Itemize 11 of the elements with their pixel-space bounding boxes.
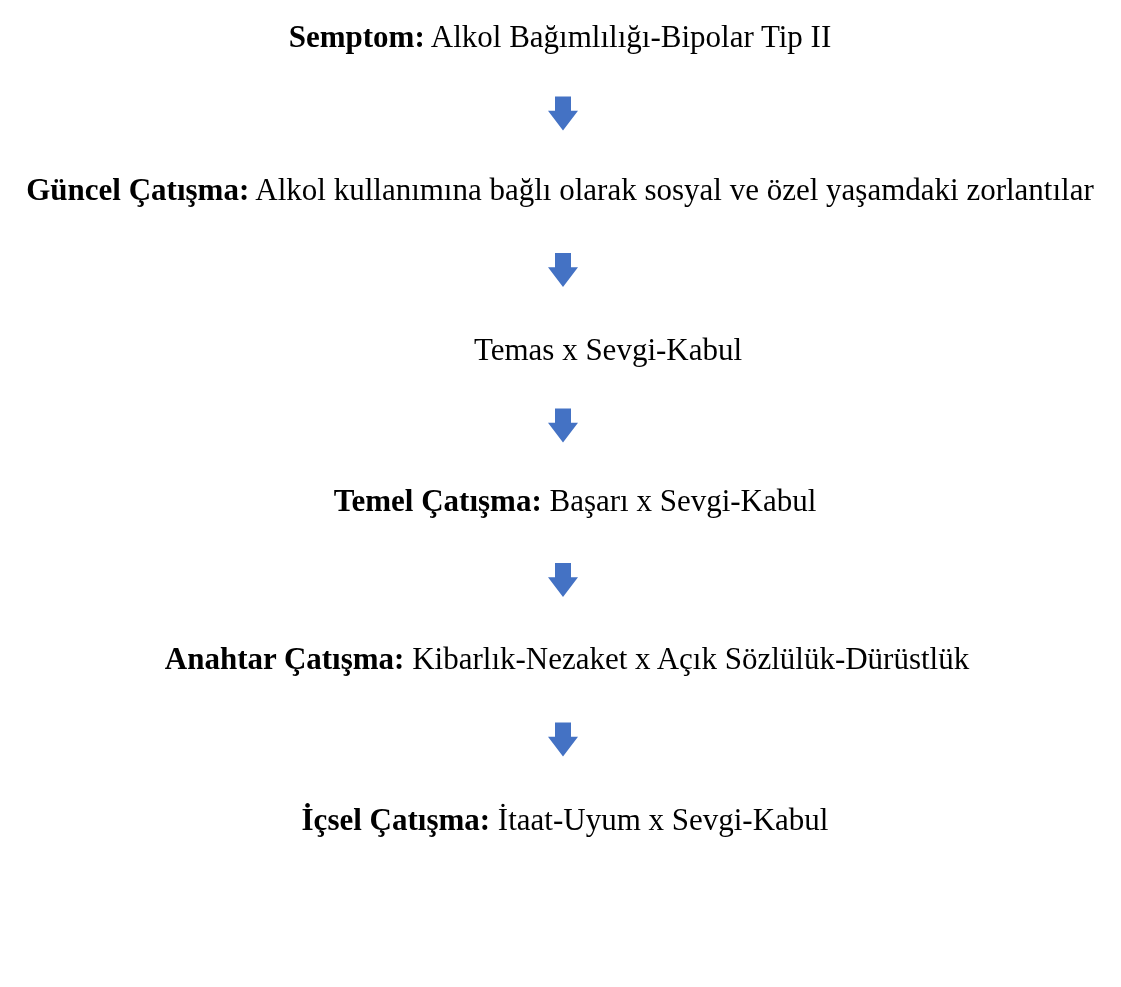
- step-text: Semptom: Alkol Bağımlılığı-Bipolar Tip II: [288, 10, 832, 64]
- step-text: Temel Çatışma: Başarı x Sevgi-Kabul: [333, 474, 817, 528]
- step-text: Güncel Çatışma: Alkol kullanımına bağlı olarak sosyal ve özel yaşamdaki zorlantılar: [26, 163, 1094, 217]
- step-text: Temas x Sevgi-Kabul: [473, 323, 743, 377]
- step-text: İçsel Çatışma: İtaat-Uyum x Sevgi-Kabul: [301, 793, 829, 847]
- block-arrow: [548, 253, 578, 287]
- block-arrow: [548, 722, 578, 757]
- step-text: Anahtar Çatışma: Kibarlık-Nezaket x Açık Sözlülük-Dürüstlük: [164, 632, 970, 686]
- block-arrow: [548, 408, 578, 443]
- block-arrow: [548, 563, 578, 597]
- block-arrow: [548, 96, 578, 131]
